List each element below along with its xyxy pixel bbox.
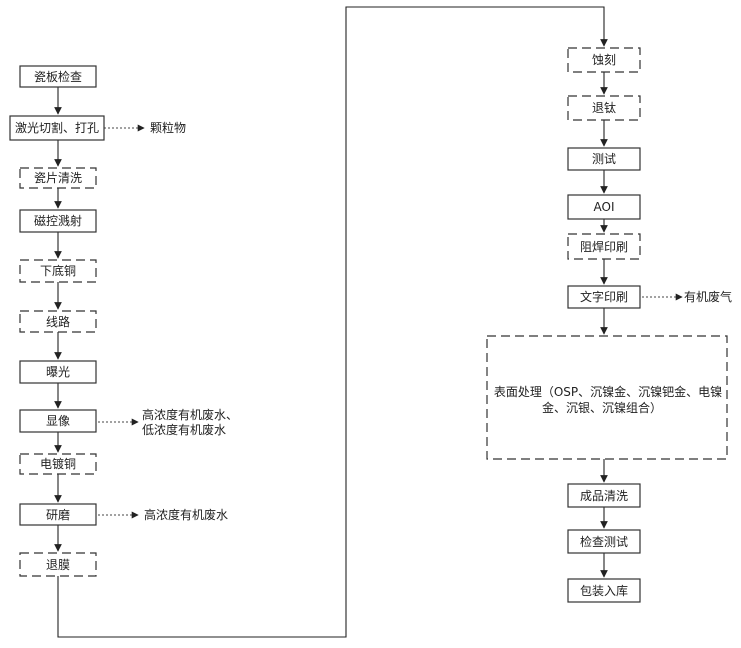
step-label: 下底铜 xyxy=(40,263,76,278)
step-label: 文字印刷 xyxy=(580,289,628,304)
step-solder-mask-print: 阻焊印刷 xyxy=(567,233,641,260)
step-ceramic-cleaning: 瓷片清洗 xyxy=(19,167,97,189)
step-label: AOI xyxy=(594,200,615,214)
step-magnetron-sputtering: 磁控溅射 xyxy=(19,209,97,233)
step-base-copper: 下底铜 xyxy=(19,259,97,283)
step-etching: 蚀刻 xyxy=(567,47,641,73)
step-titanium-removal: 退钛 xyxy=(567,95,641,121)
surface-treatment-line1: 表面处理（OSP、沉镍金、沉镍钯金、电镍 xyxy=(494,384,722,399)
step-grinding: 研磨 xyxy=(19,503,97,526)
step-label: 成品清洗 xyxy=(580,489,628,503)
step-label: 检查测试 xyxy=(580,534,628,549)
step-film-removal: 退膜 xyxy=(19,552,97,577)
step-circuit: 线路 xyxy=(19,310,97,333)
step-testing: 测试 xyxy=(567,147,641,171)
step-surface-treatment: 表面处理（OSP、沉镍金、沉镍钯金、电镍 金、沉银、沉镍组合） xyxy=(486,335,728,460)
step-aoi: AOI xyxy=(567,194,641,220)
side-arrows xyxy=(98,124,683,519)
note-particulates: 颗粒物 xyxy=(150,120,186,135)
step-text-print: 文字印刷 xyxy=(567,285,641,309)
step-label: 瓷板检查 xyxy=(34,69,82,84)
surface-treatment-line2: 金、沉银、沉镍组合） xyxy=(542,400,662,415)
step-label: 线路 xyxy=(46,314,70,329)
step-label: 蚀刻 xyxy=(592,53,616,67)
step-label: 退膜 xyxy=(46,558,70,572)
transfer-connector xyxy=(57,6,608,638)
note-grind-wastewater: 高浓度有机废水 xyxy=(144,507,228,522)
step-packaging-storage: 包装入库 xyxy=(567,578,641,603)
step-label: 退钛 xyxy=(592,100,616,115)
step-copper-plating: 电镀铜 xyxy=(19,453,97,475)
note-organic-exhaust: 有机废气 xyxy=(684,289,732,304)
step-label: 激光切割、打孔 xyxy=(15,120,99,135)
step-label: 测试 xyxy=(592,151,616,166)
step-label: 包装入库 xyxy=(580,583,628,598)
note-develop-line2: 低浓度有机废水 xyxy=(142,422,226,437)
step-label: 研磨 xyxy=(46,508,70,522)
note-develop-line1: 高浓度有机废水、 xyxy=(142,407,238,422)
step-inspection-testing: 检查测试 xyxy=(567,529,641,554)
step-exposure: 曝光 xyxy=(19,360,97,384)
step-label: 阻焊印刷 xyxy=(580,239,628,254)
step-label: 电镀铜 xyxy=(40,456,76,471)
step-label: 磁控溅射 xyxy=(34,213,82,228)
step-product-cleaning: 成品清洗 xyxy=(567,483,641,508)
step-laser-cut-drill: 激光切割、打孔 xyxy=(9,115,105,141)
step-label: 曝光 xyxy=(46,365,70,379)
step-ceramic-inspection: 瓷板检查 xyxy=(19,65,97,88)
step-label: 瓷片清洗 xyxy=(34,171,82,185)
step-develop: 显像 xyxy=(19,409,97,433)
step-label: 显像 xyxy=(46,414,70,428)
